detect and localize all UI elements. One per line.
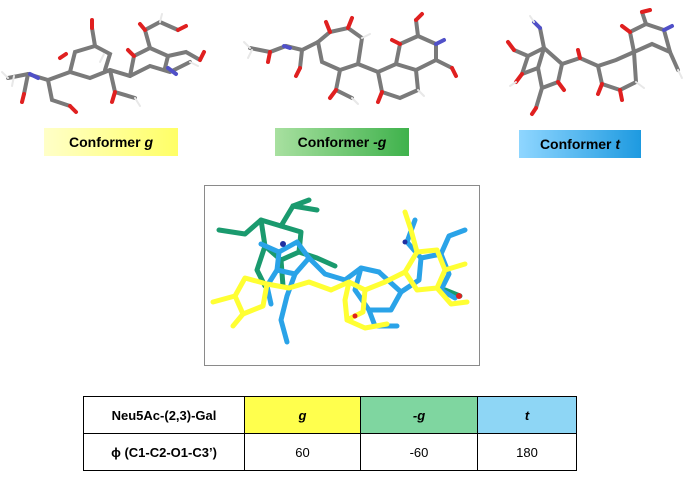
label-conformer-g-prefix: Conformer bbox=[68, 134, 141, 150]
table-cell-t-value: 180 bbox=[477, 433, 577, 471]
label-conformer-t-italic: t bbox=[615, 136, 621, 152]
label-conformer-g: Conformer g bbox=[44, 128, 178, 156]
table-cell-minus-g-value: -60 bbox=[360, 433, 478, 471]
table-cell-g-value: 60 bbox=[244, 433, 361, 471]
label-conformer-t-prefix: Conformer bbox=[539, 136, 612, 152]
table-header-row: Neu5Ac-(2,3)-Gal g -g t bbox=[83, 396, 577, 434]
table-row-label-phi: ϕ (C1-C2-O1-C3’) bbox=[83, 433, 245, 471]
molecule-conformer-minus-g bbox=[243, 12, 458, 105]
molecule-conformer-g bbox=[1, 13, 206, 114]
table-header-linkage: Neu5Ac-(2,3)-Gal bbox=[83, 396, 245, 434]
table-header-t: t bbox=[477, 396, 577, 434]
overlay-nitrogen-accents bbox=[280, 239, 408, 247]
overlay-image-frame bbox=[204, 185, 480, 366]
label-conformer-minus-g-prefix: Conformer bbox=[297, 134, 370, 150]
molecule-conformer-t bbox=[506, 8, 683, 116]
label-conformer-g-italic: g bbox=[144, 134, 153, 150]
table-header-minus-g: -g bbox=[360, 396, 478, 434]
overlay-blue-conformer bbox=[258, 217, 468, 345]
label-conformer-t: Conformer t bbox=[519, 130, 641, 158]
label-conformer-minus-g: Conformer -g bbox=[275, 128, 409, 156]
overlay-yellow-conformer bbox=[210, 209, 470, 331]
dihedral-angle-table: Neu5Ac-(2,3)-Gal g -g t ϕ (C1-C2-O1-C3’)… bbox=[83, 396, 577, 471]
label-conformer-minus-g-italic: -g bbox=[373, 134, 387, 150]
overlay-oxygen-accents bbox=[352, 293, 462, 319]
table-header-g: g bbox=[244, 396, 361, 434]
table-row: ϕ (C1-C2-O1-C3’) 60 -60 180 bbox=[83, 433, 577, 471]
overlay-structures bbox=[210, 197, 470, 345]
